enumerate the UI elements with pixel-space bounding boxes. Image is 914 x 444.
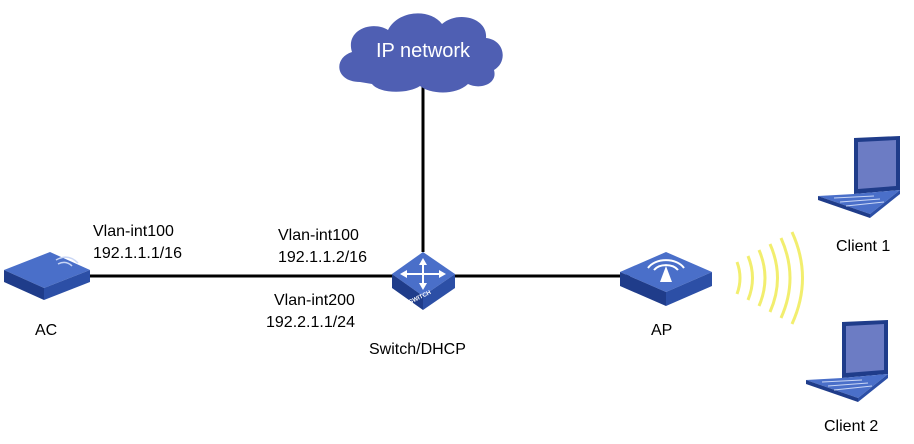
switch-label: Switch/DHCP	[369, 341, 466, 358]
switch-interface-vlan200: Vlan-int200	[274, 292, 355, 309]
wifi-signal-icon	[735, 231, 804, 325]
switch-interface-ip100: 192.1.1.2/16	[278, 249, 367, 266]
access-point-icon	[620, 252, 712, 306]
laptop-icon	[806, 320, 888, 402]
switch-interface-vlan100: Vlan-int100	[278, 227, 359, 244]
ac-interface-ip: 192.1.1.1/16	[93, 245, 182, 262]
switch-icon: SWITCH	[392, 252, 455, 310]
laptop-icon	[818, 136, 900, 218]
ac-interface-vlan: Vlan-int100	[93, 223, 174, 240]
client1-label: Client 1	[836, 238, 891, 255]
client2-label: Client 2	[824, 418, 879, 435]
cloud-label: IP network	[376, 40, 471, 62]
switch-interface-ip200: 192.2.1.1/24	[266, 314, 355, 331]
ap-label: AP	[651, 322, 673, 339]
ac-label: AC	[35, 322, 58, 339]
cloud-icon: IP network	[339, 13, 503, 93]
access-controller-icon	[4, 252, 90, 300]
